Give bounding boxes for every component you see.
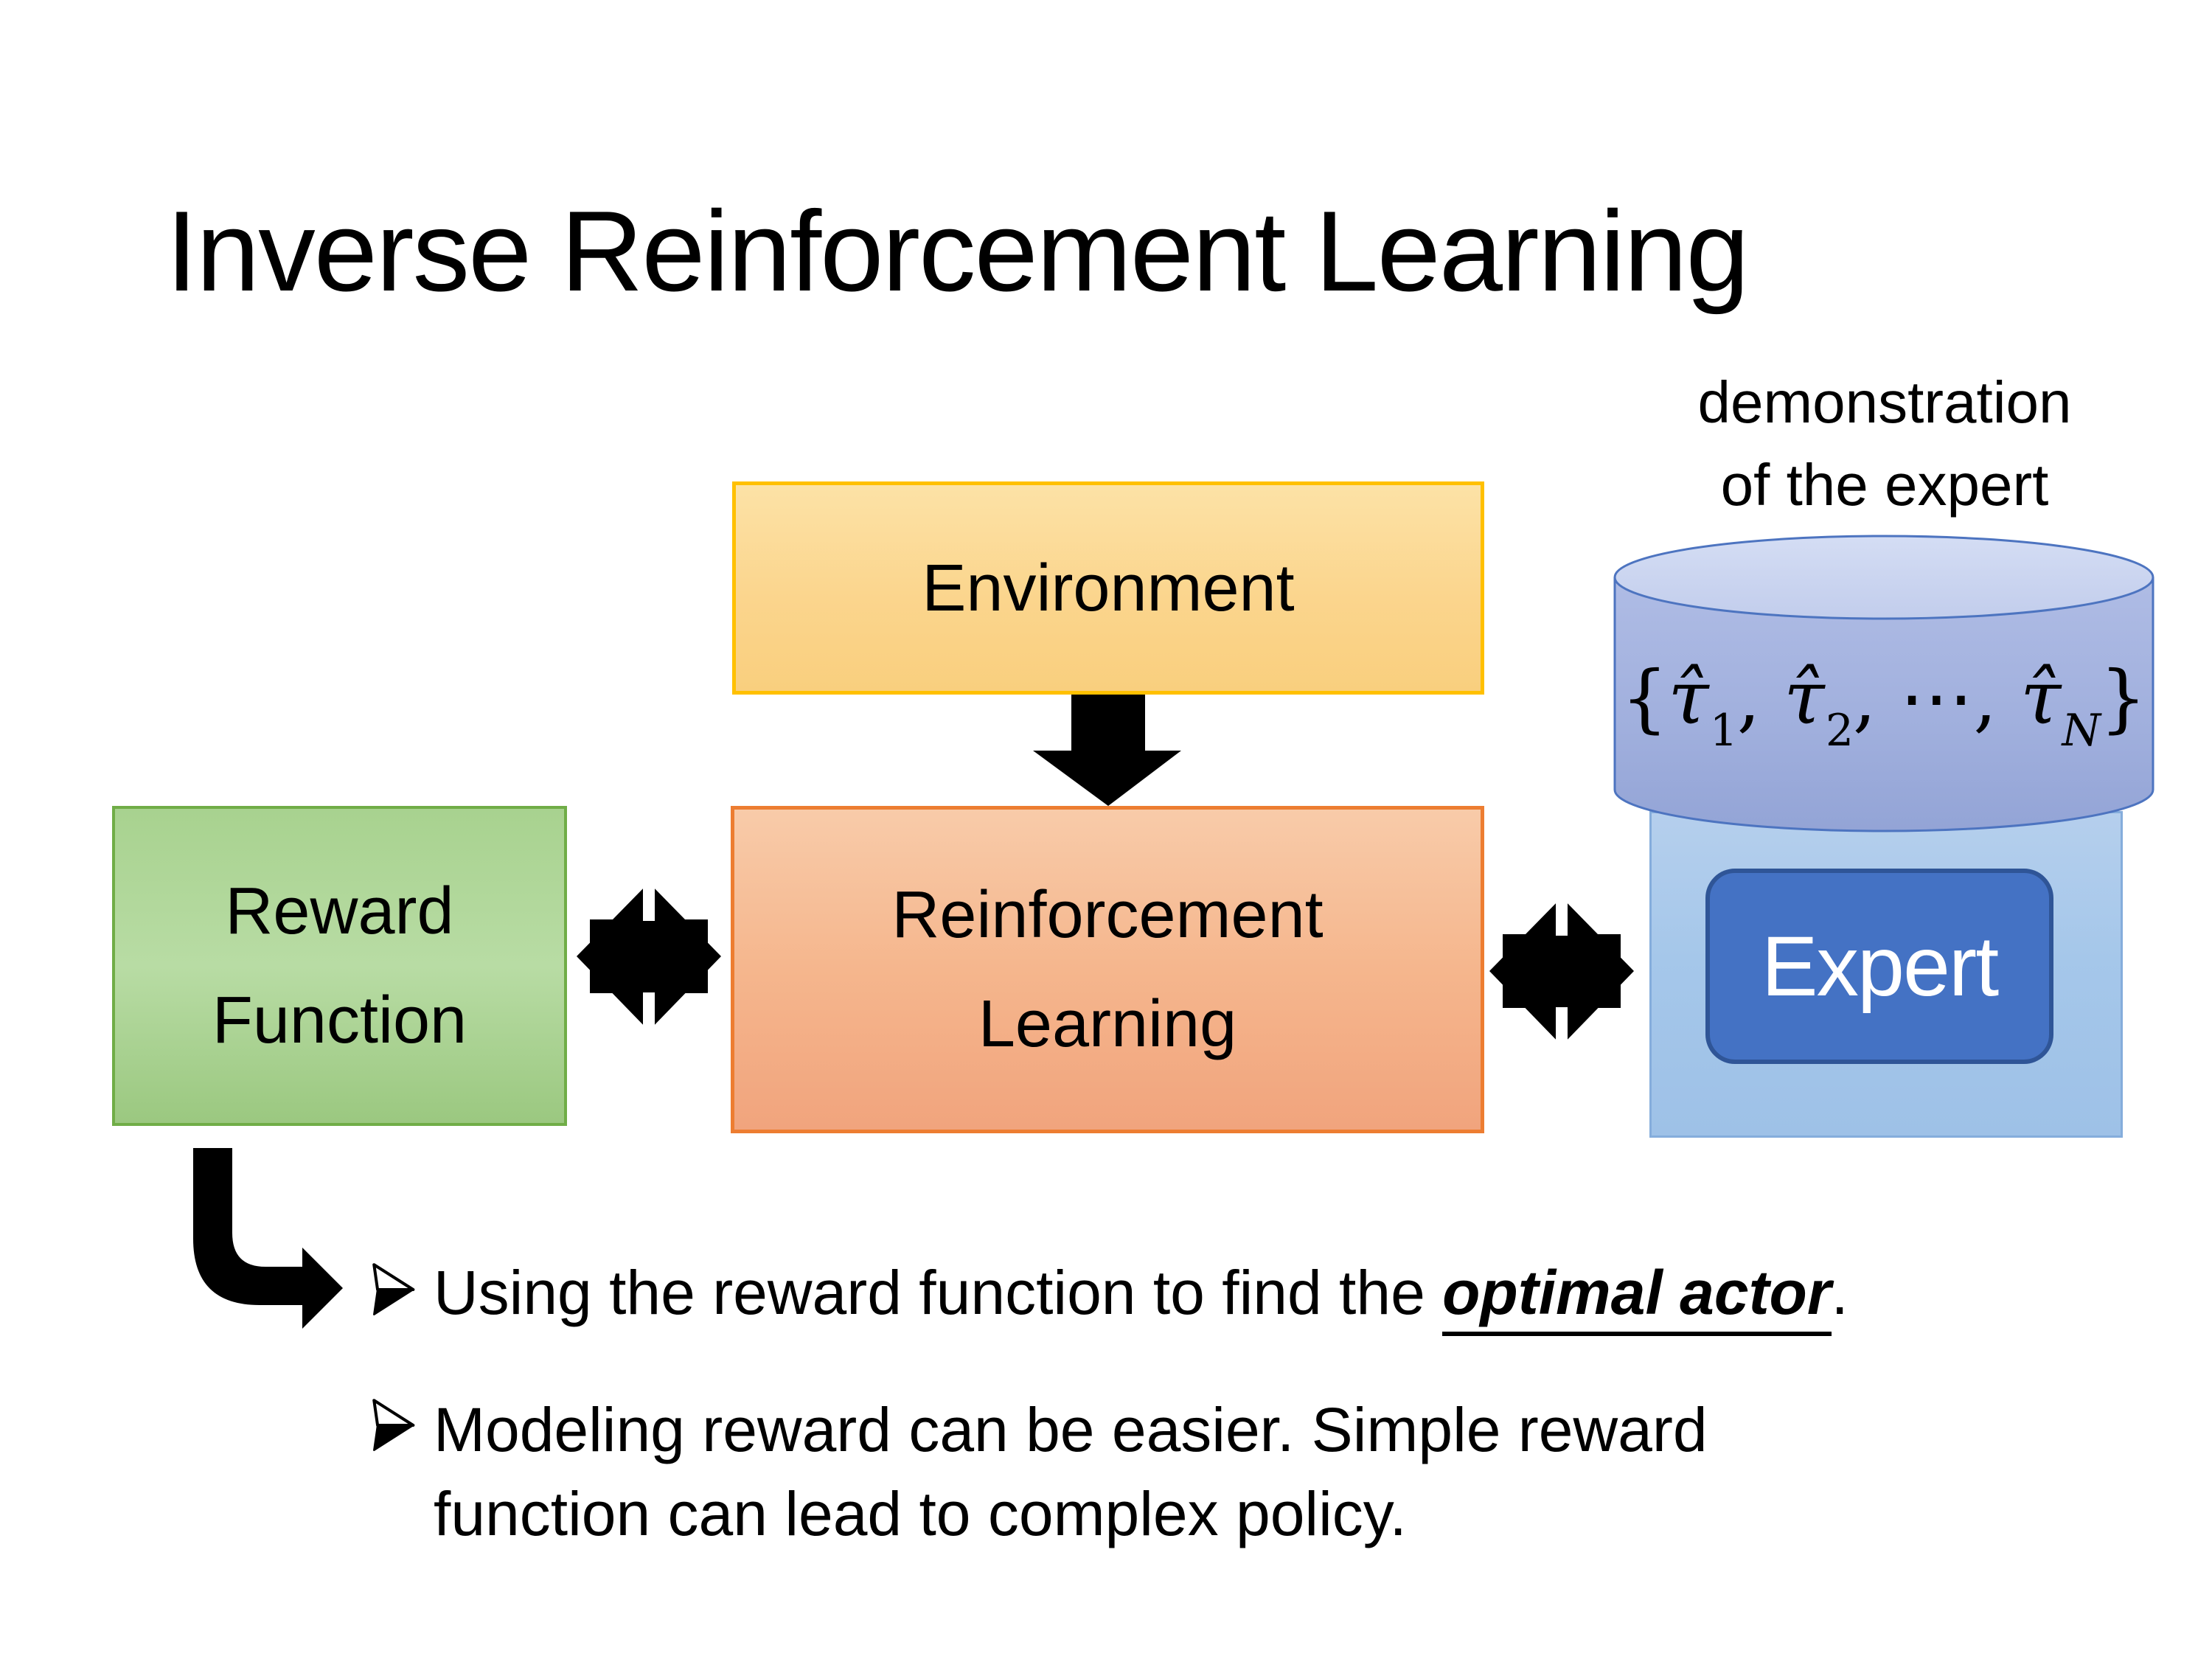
bullet-arrow-icon bbox=[372, 1263, 415, 1315]
reinforcement-learning-label-line2: Learning bbox=[978, 987, 1237, 1061]
math-sub2: 2 bbox=[1825, 705, 1854, 757]
page-title: Inverse Reinforcement Learning bbox=[166, 187, 1750, 315]
reward-function-label-line2: Function bbox=[212, 984, 467, 1057]
math-tau1: τ̂ bbox=[1668, 655, 1709, 741]
math-comma1: , bbox=[1736, 655, 1784, 741]
reinforcement-learning-box: Reinforcement Learning bbox=[731, 800, 1488, 1133]
demonstration-label: demonstration of the expert bbox=[1624, 361, 2145, 526]
bullet1-suffix: . bbox=[1831, 1258, 1848, 1327]
reward-function-box: Reward Function bbox=[112, 806, 567, 1126]
environment-box: Environment bbox=[732, 481, 1484, 695]
bullet1-emphasis: optimal actor bbox=[1442, 1258, 1832, 1336]
expert-box: Expert bbox=[1705, 869, 2053, 1064]
math-open-brace: { bbox=[1621, 655, 1669, 741]
bullet-item-1: Using the reward function to find the op… bbox=[434, 1251, 1848, 1336]
math-comma2: , bbox=[1852, 655, 1900, 741]
double-arrow-left-icon bbox=[577, 881, 721, 1032]
demonstration-label-line2: of the expert bbox=[1720, 452, 2049, 518]
math-tauN: τ̂ bbox=[2020, 655, 2062, 741]
bullet-arrow-icon bbox=[372, 1399, 415, 1451]
trajectory-set-formula: {τ̂1, τ̂2, ⋯, τ̂N} bbox=[1613, 655, 2155, 757]
demonstration-label-line1: demonstration bbox=[1697, 369, 2072, 435]
down-arrow-icon bbox=[1033, 695, 1181, 806]
math-subN: N bbox=[2062, 705, 2101, 757]
math-close-brace: } bbox=[2099, 655, 2147, 741]
reward-function-label-line1: Reward bbox=[225, 874, 454, 948]
reward-function-label: Reward Function bbox=[212, 857, 467, 1075]
double-arrow-right-icon bbox=[1489, 896, 1634, 1047]
environment-label: Environment bbox=[922, 551, 1295, 625]
bullet1-prefix: Using the reward function to find the bbox=[434, 1258, 1443, 1327]
demonstrations-cylinder bbox=[1613, 535, 2154, 832]
reinforcement-learning-label-line1: Reinforcement bbox=[891, 878, 1324, 952]
elbow-arrow-icon bbox=[193, 1148, 343, 1329]
math-cdots: ⋯ bbox=[1899, 655, 1974, 741]
math-tau2: τ̂ bbox=[1784, 655, 1825, 741]
math-comma3: , bbox=[1973, 655, 2020, 741]
bullet-item-2: Modeling reward can be easier. Simple re… bbox=[434, 1395, 1708, 1548]
reinforcement-learning-label: Reinforcement Learning bbox=[891, 860, 1323, 1079]
math-sub1: 1 bbox=[1709, 705, 1738, 757]
expert-label: Expert bbox=[1761, 919, 1999, 1014]
